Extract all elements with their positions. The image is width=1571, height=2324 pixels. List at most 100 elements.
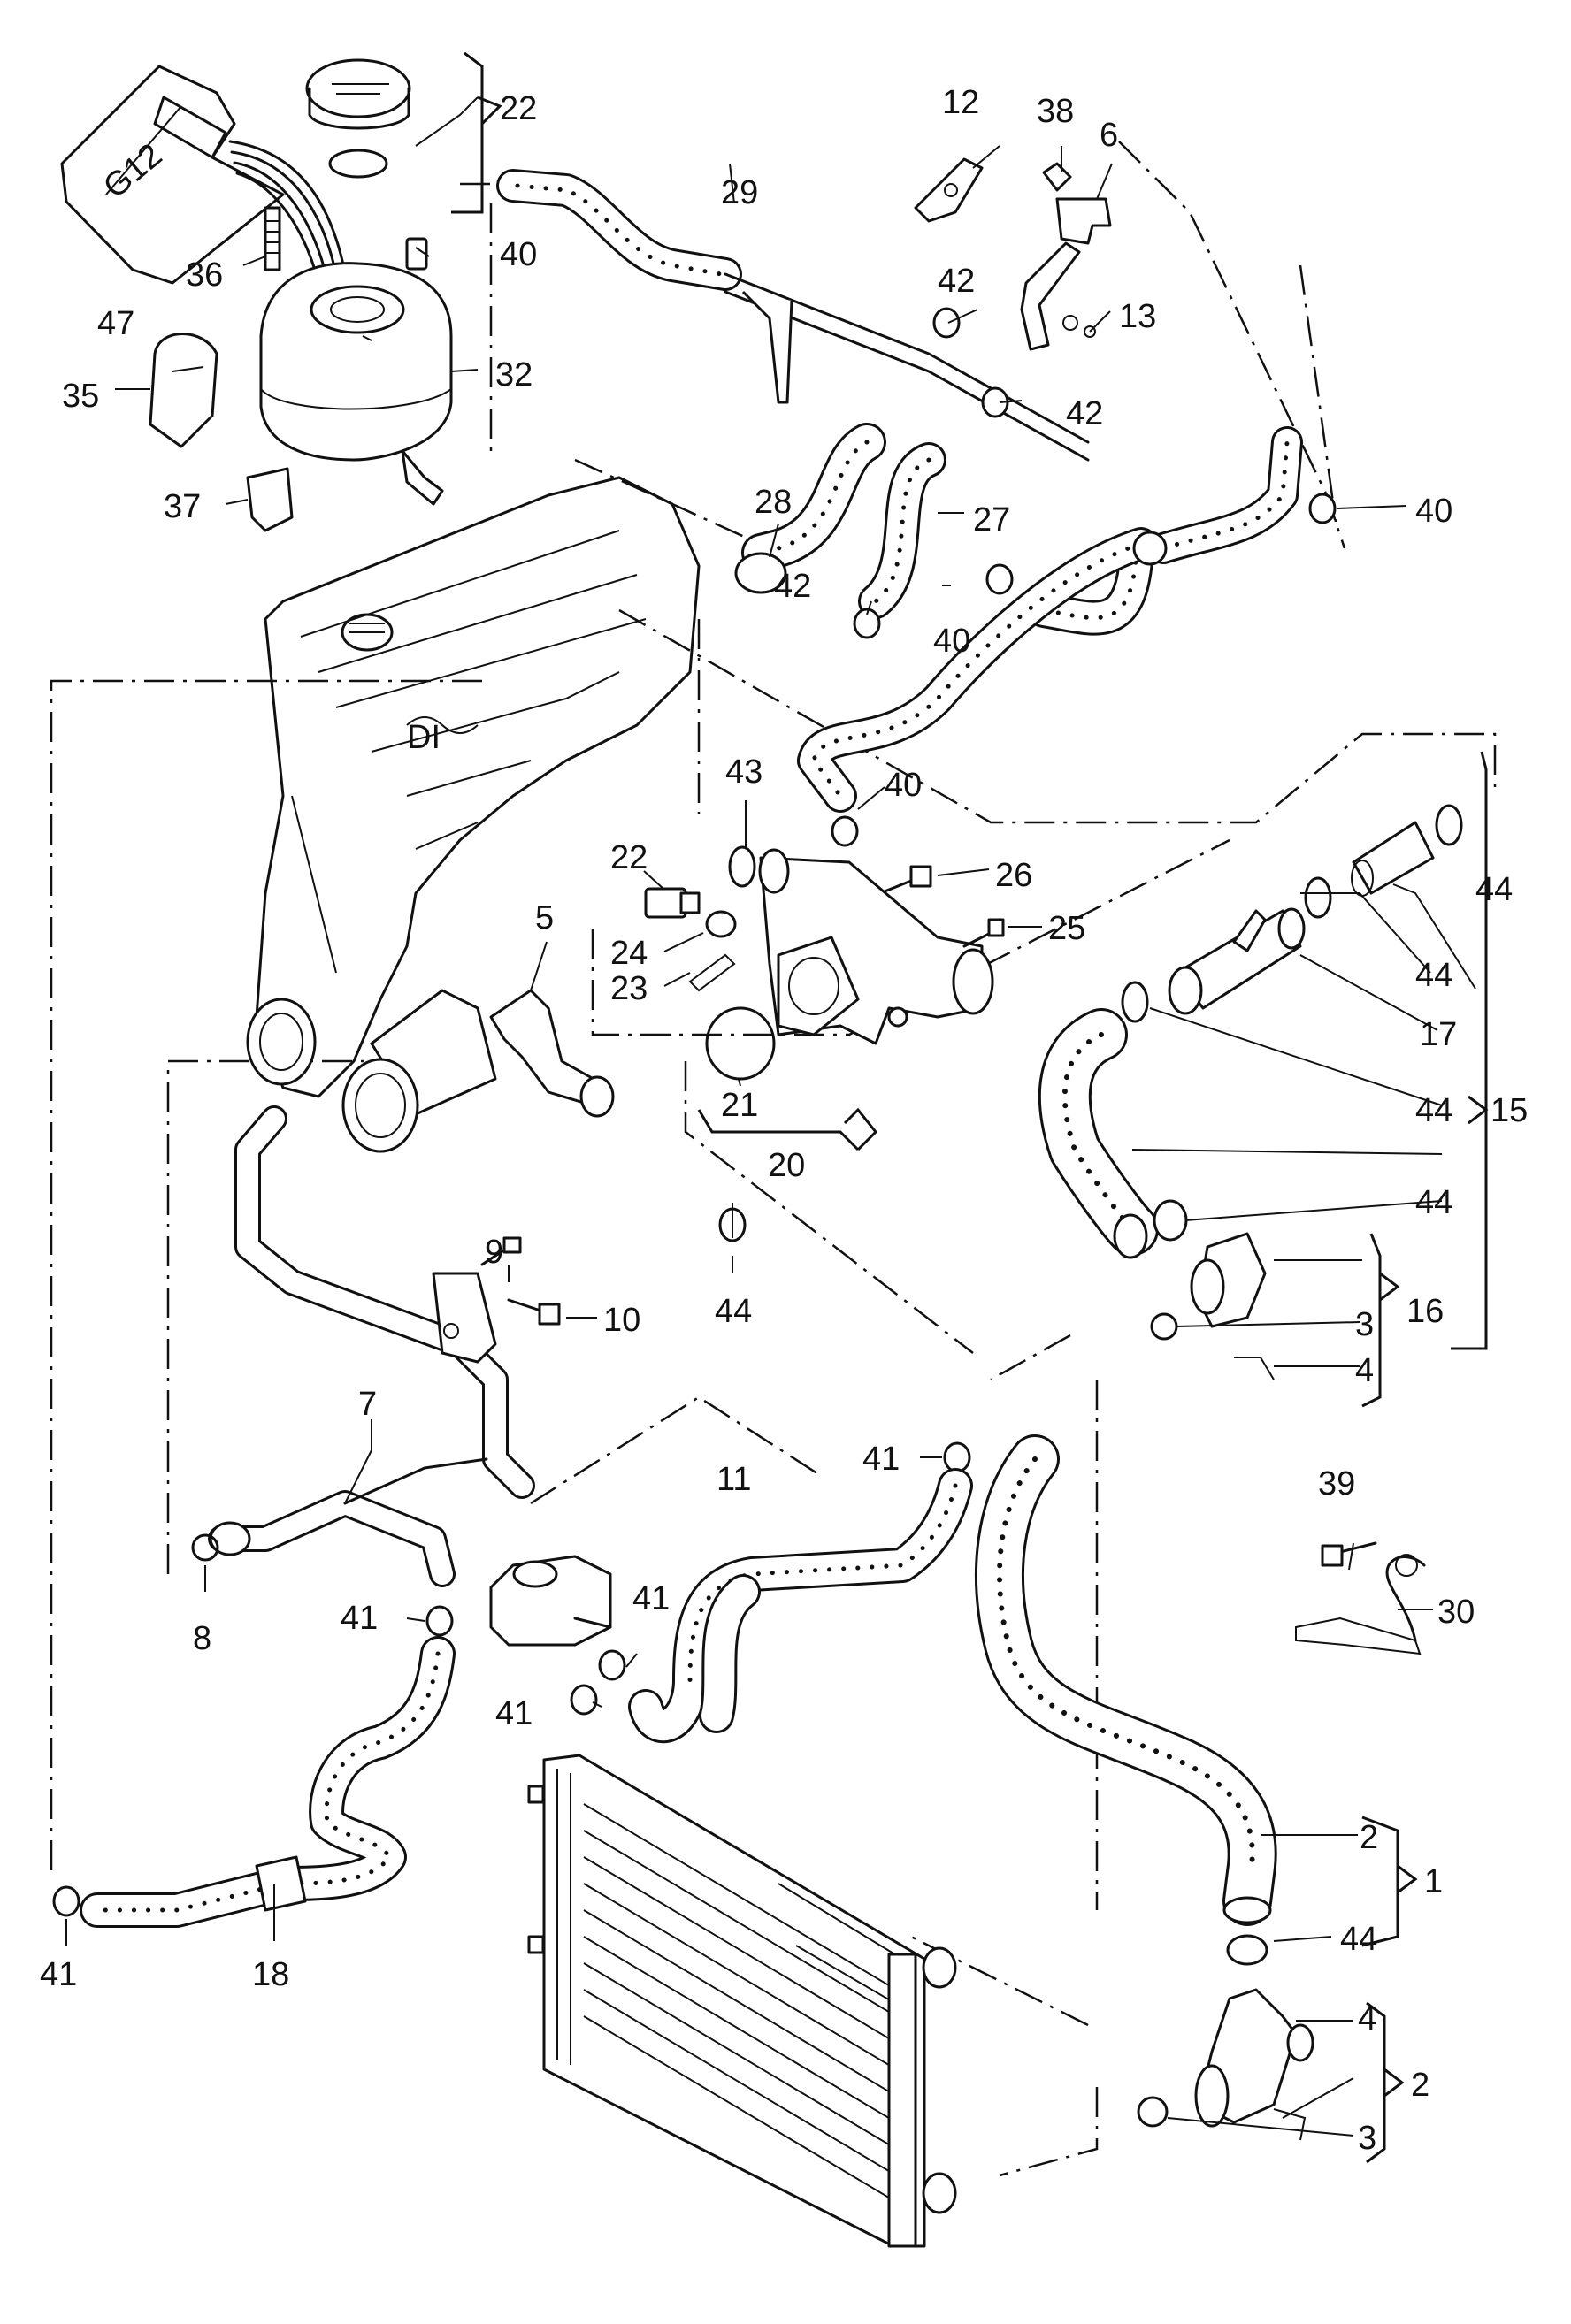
reservoir-small [489, 1555, 612, 1647]
callout-26: 26 [995, 857, 1032, 894]
callout-42-top: 42 [938, 263, 975, 300]
callout-4-lower: 4 [1358, 2000, 1376, 2037]
hose-15-long [1038, 1008, 1159, 1259]
screw-26 [883, 865, 932, 893]
callout-38: 38 [1037, 93, 1074, 130]
callout-33: 22 [500, 90, 537, 127]
elbow-2 [1194, 1988, 1314, 2128]
callout-5: 5 [535, 899, 554, 936]
callout-17: 17 [1420, 1016, 1457, 1053]
callout-11: 11 [717, 1461, 751, 1498]
engine-block: DI [246, 476, 701, 1153]
hose-27 [858, 442, 1154, 636]
callout-6: 6 [1100, 117, 1118, 154]
callout-9: 9 [485, 1234, 503, 1271]
callout-18: 18 [252, 1956, 289, 1993]
hose-long-upper-right [797, 426, 1303, 813]
callout-41-b: 41 [341, 1600, 378, 1637]
sensor-22 [644, 887, 701, 919]
callout-1: 1 [1424, 1863, 1443, 1900]
screw-39 [1321, 1541, 1377, 1567]
hose-11 [628, 1468, 973, 1744]
hose-15-short [1351, 821, 1435, 897]
bracket-30 [1295, 1554, 1426, 1655]
callout-3-upper: 3 [1355, 1306, 1374, 1343]
callout-2-lower: 2 [1411, 2067, 1429, 2104]
hose-18 [80, 1636, 456, 1928]
coolant-expansion-tank [259, 237, 453, 506]
bracket-12-13 [914, 157, 1112, 351]
screw-10 [507, 1298, 561, 1326]
clip-4-upper [1234, 1357, 1275, 1380]
callout-43: 43 [725, 753, 763, 791]
callout-16: 16 [1406, 1293, 1444, 1330]
washer-8 [191, 1533, 219, 1562]
engine-mark: DI [407, 719, 441, 756]
callout-36: 36 [186, 256, 223, 294]
callout-13: 13 [1119, 298, 1156, 335]
callout-39: 39 [1318, 1465, 1355, 1502]
leader-lines [65, 96, 1476, 2137]
braces [451, 51, 1489, 2164]
callout-40-right: 40 [1415, 493, 1452, 530]
sensor-36 [264, 206, 281, 271]
callout-44-b: 44 [1415, 957, 1452, 994]
callout-28: 28 [755, 484, 792, 521]
callout-44-e: 44 [715, 1293, 752, 1330]
callout-22: 22 [610, 839, 648, 876]
callout-labels: 22 29 12 38 6 42 13 42 40 36 32 35 37 47… [40, 84, 1528, 2157]
o-ring-3-lower [1137, 2096, 1169, 2128]
callout-23: 23 [610, 970, 648, 1007]
callout-40-low: 40 [885, 767, 922, 804]
callout-21: 21 [721, 1087, 758, 1124]
washer-24 [705, 910, 737, 938]
o-ring-21 [705, 1006, 776, 1081]
callout-44-d: 44 [1415, 1184, 1452, 1221]
callout-24: 24 [610, 935, 648, 972]
callout-41-a: 41 [862, 1441, 900, 1478]
callout-2-upper: 2 [1360, 1819, 1378, 1856]
seal-23 [688, 953, 736, 992]
elbow-16 [1190, 1232, 1267, 1328]
coolant-flange-20 [758, 848, 994, 1045]
screw-9 [480, 1236, 522, 1266]
hose-28 [734, 423, 886, 594]
pipe-17 [1168, 907, 1306, 1015]
callout-29: 29 [721, 174, 758, 211]
hose-1 [975, 1434, 1277, 1926]
callout-27: 27 [973, 501, 1010, 539]
callout-41-c: 41 [632, 1580, 670, 1617]
callout-35: 35 [62, 378, 99, 415]
callout-44-c: 44 [1415, 1092, 1452, 1129]
callout-25: 25 [1048, 910, 1085, 947]
hose-5 [489, 989, 615, 1118]
callout-42-left: 42 [774, 568, 811, 605]
pipe-7 [208, 1105, 535, 1587]
assembly-reference-lines [50, 141, 1497, 2177]
clip-37 [246, 467, 294, 532]
o-ring-3-upper [1150, 1312, 1178, 1341]
callout-40-mid: 40 [933, 623, 970, 660]
callout-41-d: 41 [495, 1695, 533, 1732]
callout-4-upper: 4 [1355, 1352, 1374, 1389]
tank-cap [305, 58, 411, 179]
hose-29 [496, 169, 1090, 462]
screw-25 [962, 918, 1005, 948]
callout-3-lower: 3 [1358, 2120, 1376, 2157]
callout-10: 10 [603, 1302, 640, 1339]
clamps [52, 307, 1463, 1966]
callout-15: 15 [1491, 1092, 1528, 1129]
callout-44-f: 44 [1340, 1921, 1377, 1958]
callout-8: 8 [193, 1620, 211, 1657]
callout-12: 12 [942, 84, 979, 121]
callout-42-mid: 42 [1066, 395, 1103, 432]
callout-40-top: 40 [500, 236, 537, 273]
callout-32: 32 [495, 356, 533, 394]
radiator [527, 1754, 957, 2248]
callout-30: 30 [1437, 1594, 1475, 1631]
callout-37: 37 [164, 488, 201, 525]
callout-47: 47 [97, 305, 134, 342]
callout-20: 20 [768, 1147, 805, 1184]
coolant-additive-bottle: G12 [60, 65, 351, 302]
